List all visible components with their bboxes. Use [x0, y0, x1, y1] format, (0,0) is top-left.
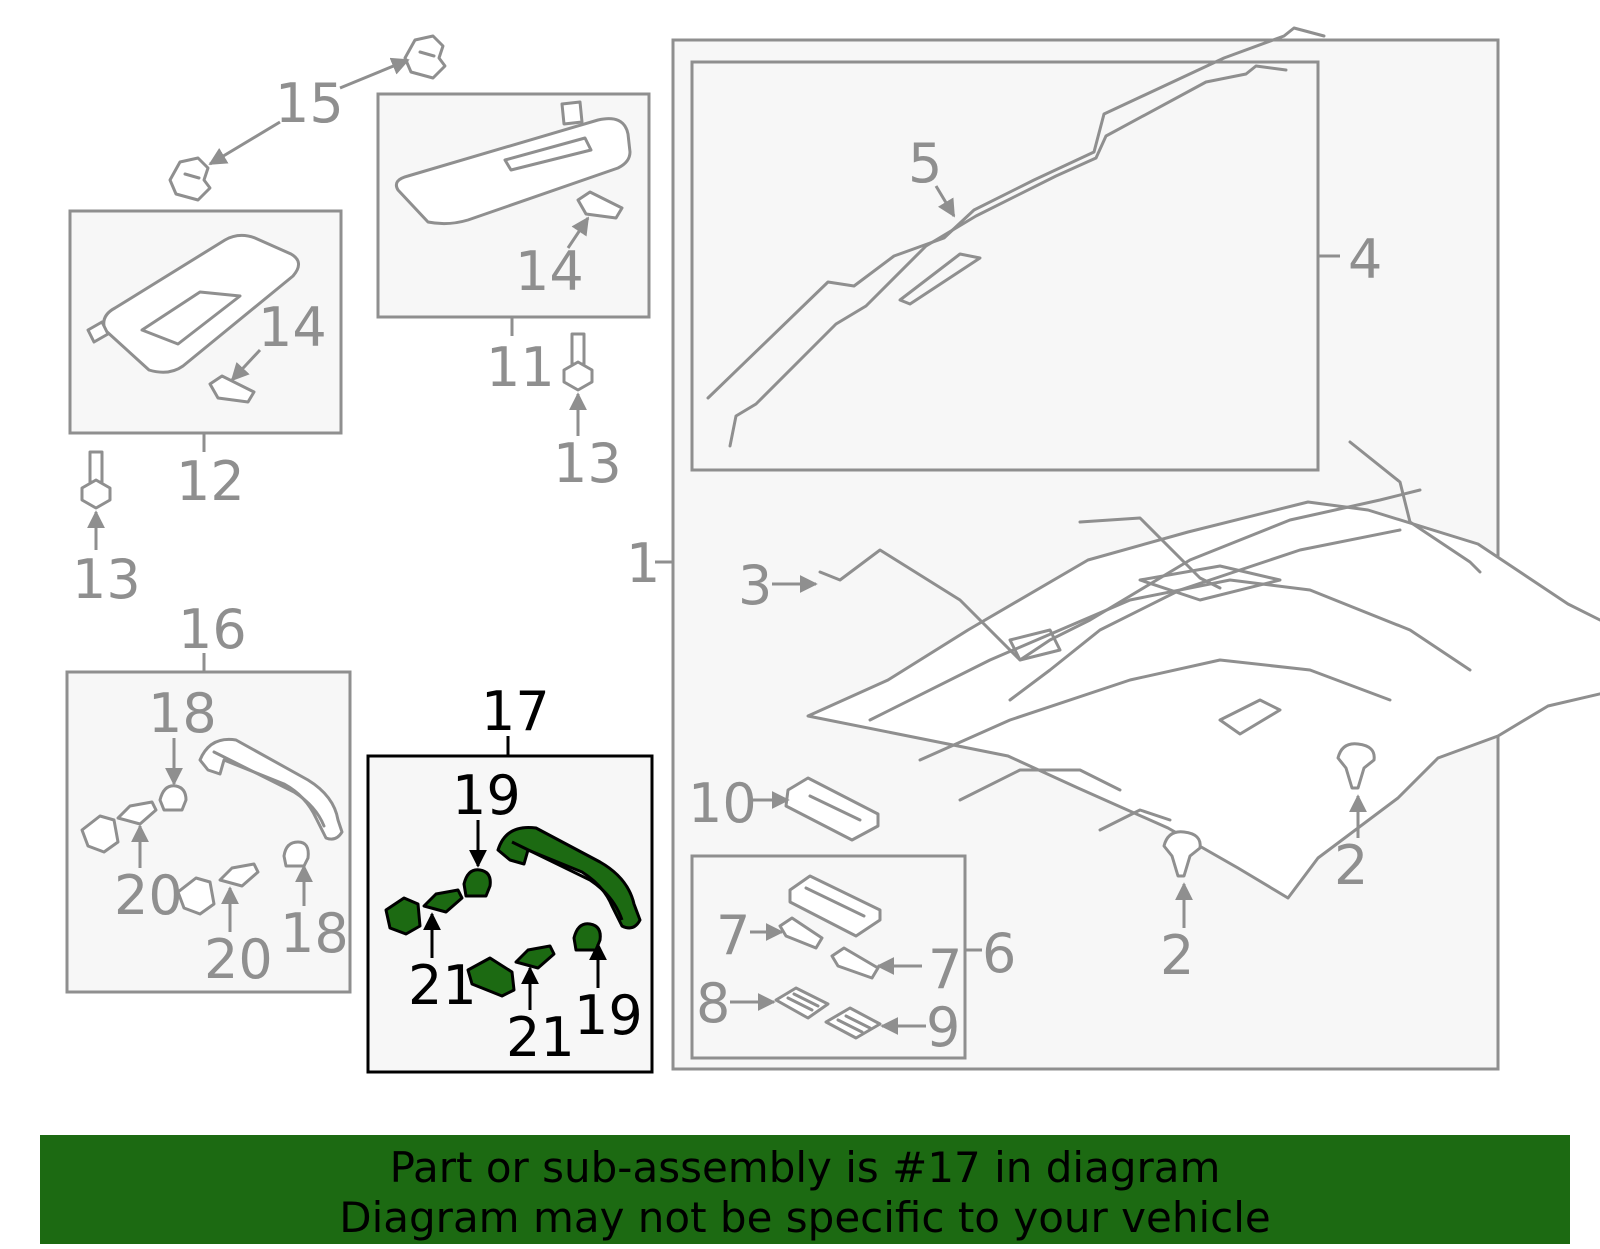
visor-clip-14-right [576, 190, 624, 220]
dome-lamp-6 [788, 874, 882, 938]
callout-6: 6 [982, 922, 1016, 985]
lens-7-right [830, 946, 880, 980]
clip-2-right [1336, 742, 1376, 790]
callout-9: 9 [926, 996, 960, 1059]
cover-17-bottom [466, 956, 516, 998]
grab-handle-16 [198, 737, 344, 841]
clip-2-left [1162, 830, 1202, 878]
banner-line-part: Part or sub-assembly is #17 in diagram [389, 1143, 1221, 1192]
info-banner: Part or sub-assembly is #17 in diagram D… [40, 1135, 1570, 1244]
callout-20-bottom: 20 [204, 928, 273, 991]
callout-8: 8 [696, 972, 730, 1035]
cap-19-bottom [572, 922, 602, 952]
box-4 [690, 60, 1320, 472]
callout-20-top: 20 [114, 864, 183, 927]
callout-15: 15 [275, 72, 344, 135]
clip-20-top [116, 800, 158, 826]
cover-left-top [80, 814, 120, 854]
cover-left-bottom [176, 876, 216, 916]
callout-12: 12 [176, 450, 245, 513]
callout-10: 10 [688, 772, 757, 835]
callout-14-right: 14 [515, 240, 584, 303]
clip-15-bottom [168, 156, 212, 202]
callout-1: 1 [626, 532, 660, 595]
leader-15-bottom [208, 120, 281, 166]
callout-18-bottom: 18 [280, 902, 349, 965]
callout-17: 17 [481, 680, 550, 743]
callout-21-top: 21 [408, 954, 477, 1017]
callout-14-left: 14 [258, 296, 327, 359]
lamp-9 [824, 1006, 882, 1040]
wire-harness-3 [818, 440, 1482, 702]
callout-7-right: 7 [928, 938, 962, 1001]
callout-19-top: 19 [452, 764, 521, 827]
bolt-13-left [80, 450, 112, 510]
callout-5: 5 [908, 132, 942, 195]
callout-2-right: 2 [1334, 834, 1368, 897]
wire-harness-5 [706, 26, 1326, 448]
leader-5 [934, 185, 956, 218]
callout-16: 16 [178, 598, 247, 661]
headliner-1 [806, 500, 1600, 900]
leader-15-top [339, 57, 410, 90]
callout-18-top: 18 [148, 682, 217, 745]
visor-clip-14-left [208, 374, 256, 404]
cover-17-top [384, 896, 422, 936]
callout-19-bottom: 19 [574, 984, 643, 1047]
lens-7-left [778, 916, 824, 950]
callout-11: 11 [486, 336, 555, 399]
bolt-13-right [562, 332, 594, 392]
sun-visor-left [86, 233, 300, 374]
cap-19-top [462, 868, 492, 898]
cap-18-top [158, 784, 188, 812]
clip-20-bottom [218, 862, 260, 888]
leader-14-right [566, 216, 590, 249]
cap-18-bottom [282, 840, 310, 868]
callout-7-left: 7 [716, 904, 750, 967]
lamp-8 [774, 986, 830, 1020]
callout-13-left: 13 [72, 548, 141, 611]
clip-15-top [403, 34, 447, 80]
banner-line-disclaimer: Diagram may not be specific to your vehi… [339, 1193, 1271, 1242]
callout-21-bottom: 21 [506, 1006, 575, 1069]
callout-13-right: 13 [553, 432, 622, 495]
callout-3: 3 [738, 554, 772, 617]
leader-14-left [230, 348, 262, 382]
callout-4: 4 [1348, 228, 1382, 291]
callout-2-left: 2 [1160, 924, 1194, 987]
grab-handle-17 [496, 825, 642, 930]
sun-visor-right [394, 100, 632, 226]
clip-21-top [422, 888, 464, 914]
